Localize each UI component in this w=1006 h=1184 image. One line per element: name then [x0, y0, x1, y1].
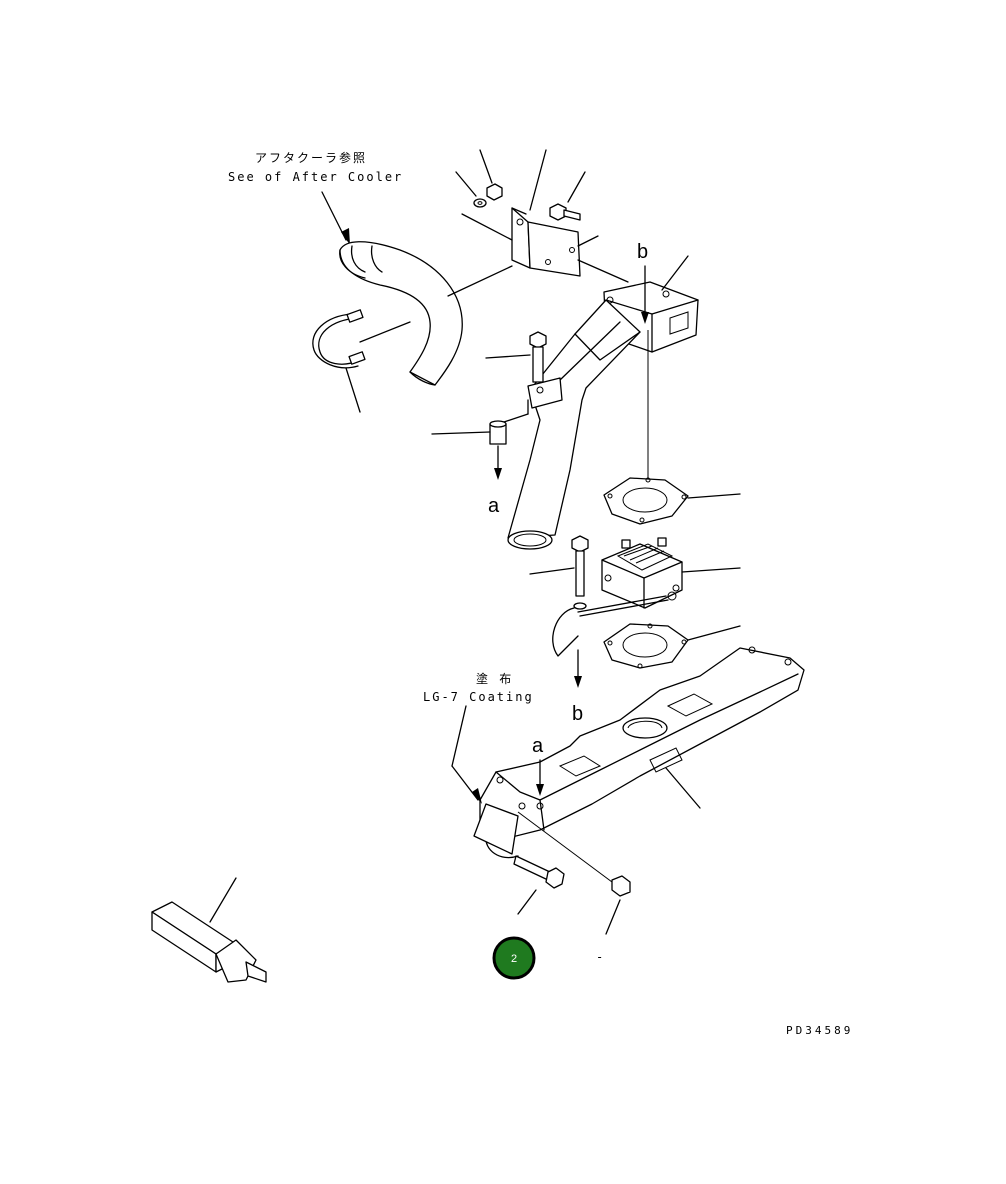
item-number-badge[interactable]: 2 [492, 936, 536, 980]
ref-a-upper: a [488, 495, 500, 517]
dash-mark: - [596, 950, 605, 964]
u-bolt-clamp [312, 309, 366, 413]
intake-manifold [473, 646, 805, 859]
guide-line-b [641, 265, 649, 478]
aftercooler-pipe [339, 241, 513, 386]
intake-heater [601, 537, 741, 609]
spacer [431, 420, 507, 480]
ref-a-lower: a [532, 735, 544, 757]
tee-pipe [497, 299, 641, 550]
aftercooler-label-en: See of After Cooler [228, 170, 403, 184]
lower-bolt-right [517, 811, 631, 935]
mounting-bracket [461, 149, 629, 283]
mid-bolt [485, 331, 547, 383]
upper-gasket [603, 477, 741, 525]
upper-bolt [549, 171, 586, 221]
lower-bolt-left [513, 855, 565, 915]
heater-wire [552, 591, 677, 688]
aftercooler-label-jp: アフタクーラ参照 [255, 150, 367, 165]
aftercooler-arrow [321, 191, 350, 245]
coating-arrow [451, 705, 482, 804]
service-tool [151, 877, 267, 983]
drawing-code: PD34589 [786, 1024, 853, 1037]
coating-label-jp: 塗 布 [476, 671, 513, 686]
washer [455, 171, 487, 208]
ref-b-lower: b [572, 703, 583, 725]
lower-gasket [603, 623, 741, 669]
heater-bolt [529, 535, 589, 597]
ref-b-upper: b [637, 241, 648, 263]
coating-label-en: LG-7 Coating [423, 690, 534, 704]
item-number-text: 2 [511, 953, 517, 965]
nut [479, 149, 503, 201]
